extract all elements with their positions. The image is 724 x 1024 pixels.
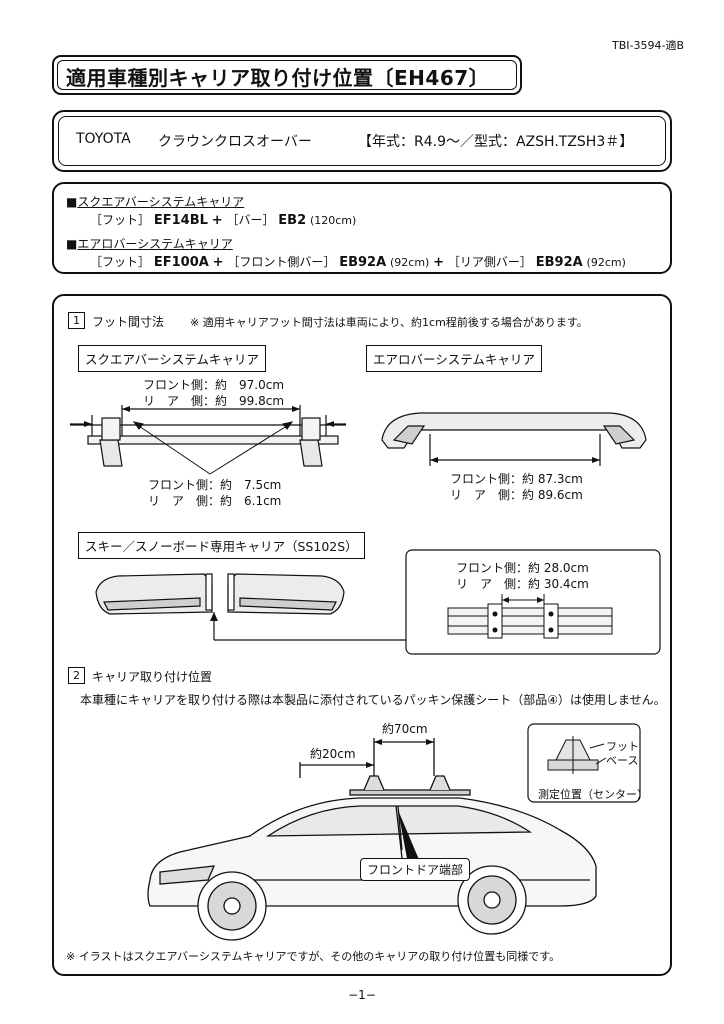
bar-bracket: ［バー］	[226, 213, 275, 227]
dim-20cm: 約20cm	[310, 747, 356, 761]
page-number: −1−	[348, 988, 376, 1002]
aero-diagram-label: エアロバーシステムキャリア	[366, 345, 542, 372]
section2-title: キャリア取り付け位置	[92, 670, 213, 684]
page-title: 適用車種別キャリア取り付け位置〔EH467〕	[66, 66, 490, 90]
plus-sign: +	[211, 213, 223, 228]
base-label: ベース	[606, 754, 639, 767]
title-frame	[52, 55, 522, 95]
bar-code: EB2	[278, 213, 307, 228]
main-frame	[52, 294, 672, 976]
rear-bar-bracket: ［リア側バー］	[447, 255, 532, 269]
vehicle-model: クラウンクロスオーバー	[158, 134, 312, 150]
aero-front: フロント側：約 87.3cm	[450, 472, 583, 486]
square-outer-rear: リ ア 側：約 99.8cm	[143, 394, 285, 408]
square-inner-rear: リ ア 側：約 6.1cm	[148, 494, 282, 508]
plus-sign: +	[433, 255, 445, 270]
front-bar-bracket: ［フロント側バー］	[227, 255, 336, 269]
section1-note: ※ 適用キャリアフット間寸法は車両により、約1cm程前後する場合があります。	[190, 316, 588, 329]
vehicle-frame	[52, 110, 672, 172]
section2-number: 2	[68, 667, 85, 684]
ski-diagram-label: スキー／スノーボード専用キャリア（SS102S）	[78, 532, 365, 559]
square-carrier-parts: ［フット］ EF14BL + ［バー］ EB2 (120cm)	[90, 211, 356, 228]
square-diagram-label: スクエアバーシステムキャリア	[78, 345, 266, 372]
square-inner-front: フロント側：約 7.5cm	[148, 478, 282, 492]
aero-carrier-parts: ［フット］ EF100A + ［フロント側バー］ EB92A (92cm) + …	[90, 253, 626, 270]
square-carrier-heading: ■スクエアバーシステムキャリア	[66, 193, 244, 210]
ski-rear: リ ア 側：約 30.4cm	[456, 577, 589, 591]
front-bar-length: (92cm)	[390, 256, 430, 269]
carrier-list-frame	[52, 182, 672, 274]
front-door-edge-label: フロントドア端部	[360, 858, 471, 881]
square-carrier-label: スクエアバーシステムキャリア	[77, 195, 245, 209]
aero-bullet-icon: ■	[66, 237, 78, 251]
section1-title: フット間寸法	[92, 315, 165, 329]
section1-number: 1	[68, 312, 85, 329]
rear-bar-code: EB92A	[535, 255, 583, 270]
front-bar-code: EB92A	[339, 255, 387, 270]
aero-carrier-heading: ■エアロバーシステムキャリア	[66, 235, 233, 252]
foot-bracket: ［フット］	[90, 213, 151, 227]
foot-code: EF14BL	[153, 213, 208, 228]
vehicle-make: TOYOTA	[76, 131, 131, 147]
ski-front: フロント側：約 28.0cm	[456, 561, 589, 575]
aero-carrier-label: エアロバーシステムキャリア	[77, 237, 233, 251]
square-outer-front: フロント側：約 97.0cm	[143, 378, 285, 392]
foot-label: フット	[606, 740, 639, 753]
document-id: TBI-3594-適B	[612, 39, 684, 52]
aero-rear: リ ア 側：約 89.6cm	[450, 488, 583, 502]
measure-position-label: 測定位置（センター）	[538, 788, 648, 801]
section2-note: 本車種にキャリアを取り付ける際は本製品に添付されているパッキン保護シート（部品④…	[80, 693, 666, 707]
square-bullet-icon: ■	[66, 195, 78, 209]
plus-sign: +	[212, 255, 224, 270]
foot-bracket: ［フット］	[90, 255, 151, 269]
dim-70cm: 約70cm	[382, 722, 428, 736]
footnote: ※ イラストはスクエアバーシステムキャリアですが、その他のキャリアの取り付け位置…	[66, 950, 561, 963]
vehicle-spec: 【年式：R4.9〜／型式：AZSH.TZSH3＃】	[358, 134, 634, 150]
bar-length: (120cm)	[309, 214, 357, 227]
rear-bar-length: (92cm)	[586, 256, 626, 269]
foot-code: EF100A	[153, 255, 209, 270]
